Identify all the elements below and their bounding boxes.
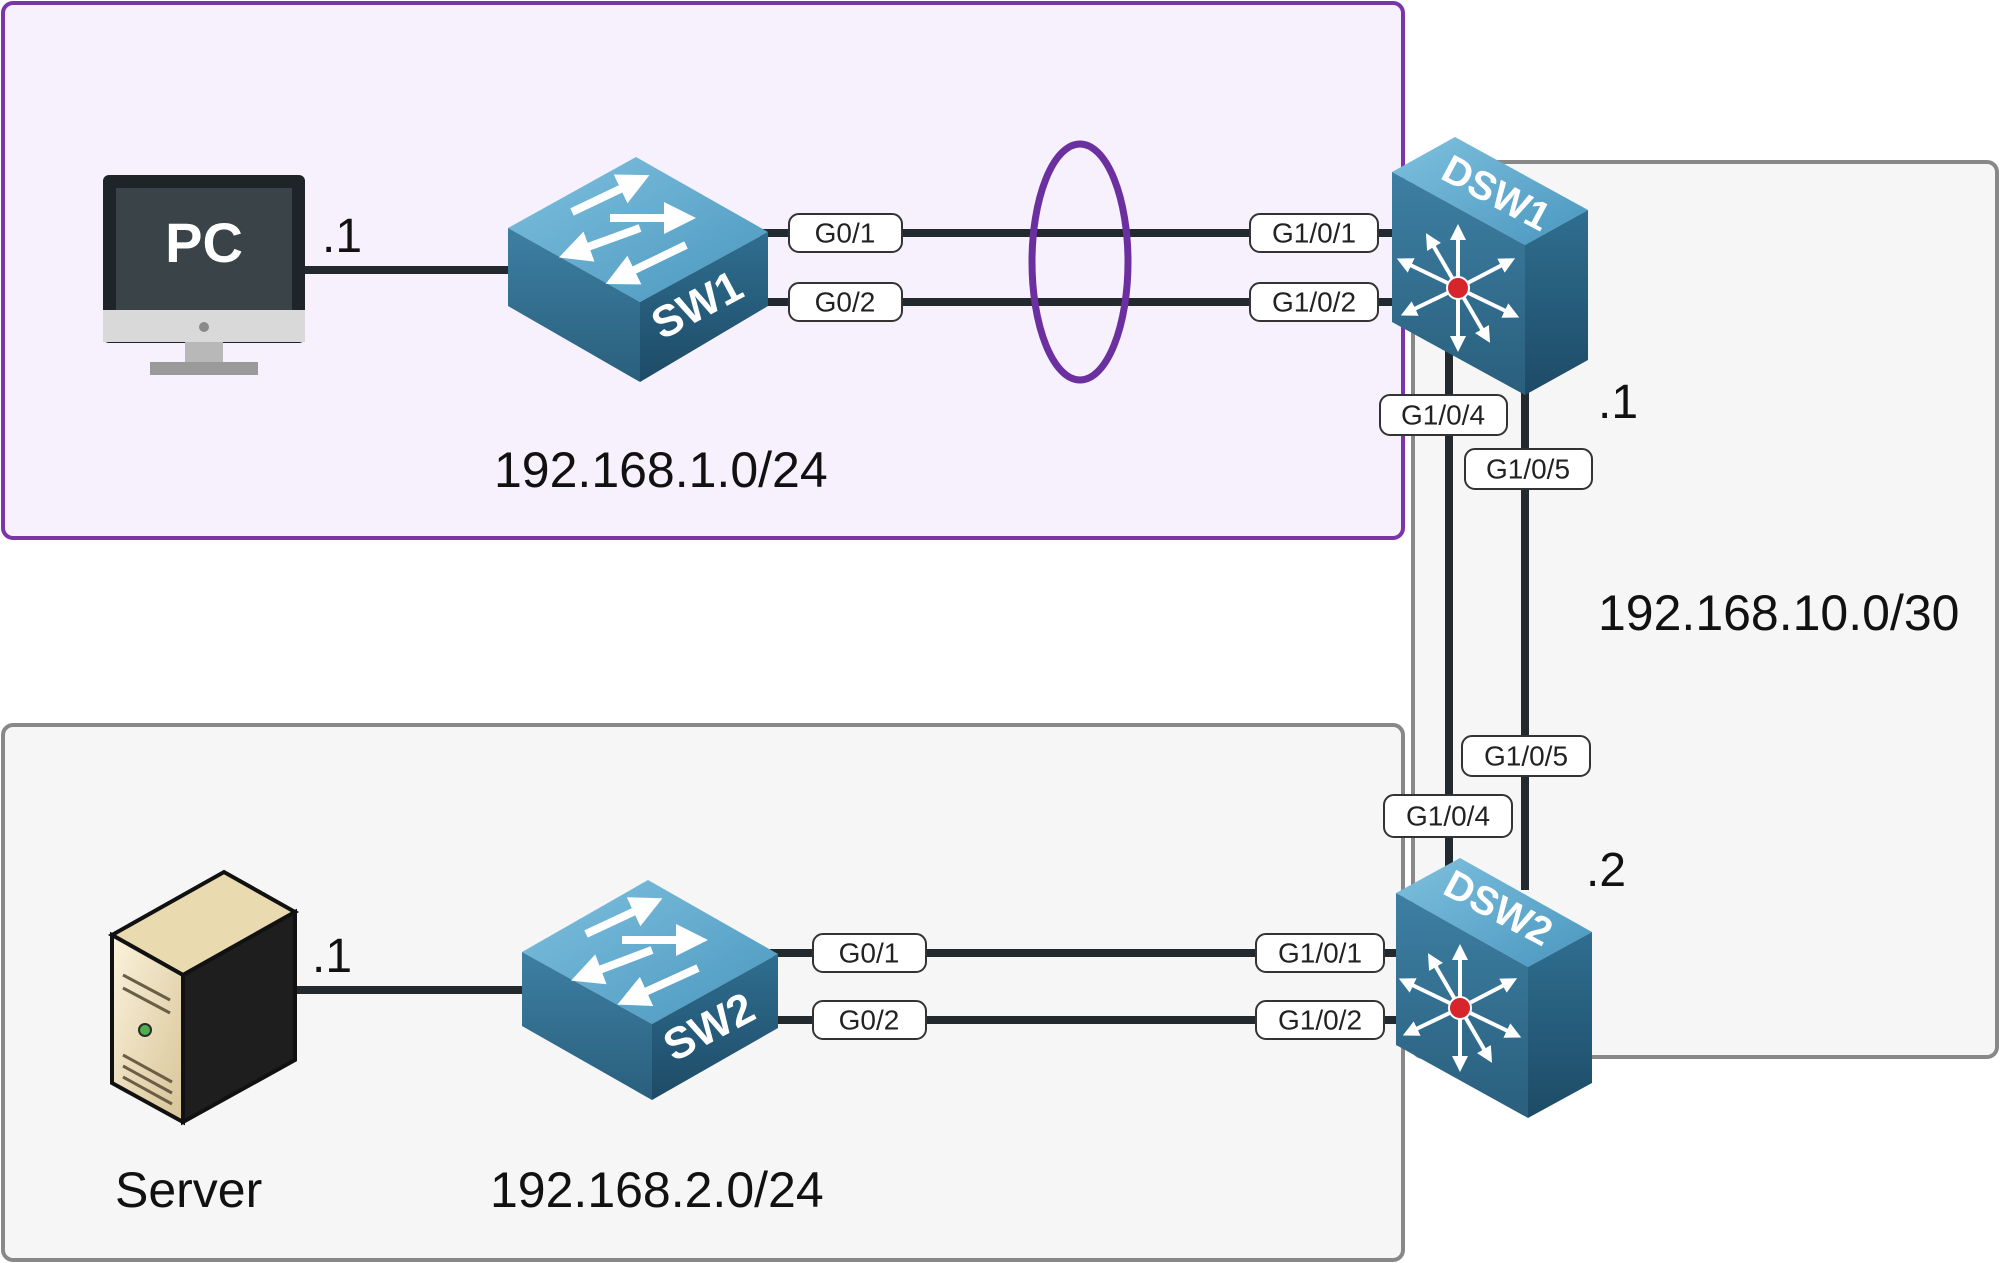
port-label: G1/0/4 — [1383, 794, 1513, 838]
pc-device[interactable]: PC — [103, 175, 305, 375]
svg-text:G1/0/5: G1/0/5 — [1484, 741, 1568, 772]
server-label: Server — [115, 1162, 262, 1218]
svg-text:G1/0/1: G1/0/1 — [1278, 938, 1362, 969]
svg-text:G1/0/5: G1/0/5 — [1486, 454, 1570, 485]
switch-icon — [522, 880, 778, 1100]
svg-text:G1/0/4: G1/0/4 — [1401, 400, 1485, 431]
svg-text:G1/0/1: G1/0/1 — [1272, 218, 1356, 249]
etherchannel-oval — [1028, 140, 1132, 384]
port-label: G0/2 — [788, 282, 903, 322]
svg-text:G0/1: G0/1 — [815, 218, 876, 249]
svg-text:G1/0/4: G1/0/4 — [1406, 801, 1490, 832]
port-label: G1/0/1 — [1255, 933, 1385, 973]
multilayer-switch-icon — [1396, 858, 1592, 1118]
port-label: G1/0/1 — [1249, 213, 1379, 253]
svg-text:G0/2: G0/2 — [815, 287, 876, 318]
zone-right — [1411, 160, 1999, 1059]
port-label: G1/0/2 — [1255, 1000, 1385, 1040]
network-label-bottom: 192.168.2.0/24 — [490, 1162, 824, 1218]
svg-text:G0/2: G0/2 — [839, 1005, 900, 1036]
pc-ip-suffix: .1 — [322, 210, 362, 263]
server-device[interactable] — [107, 869, 300, 1126]
network-label-top: 192.168.1.0/24 — [494, 442, 828, 498]
port-label: G0/1 — [812, 933, 927, 973]
server-icon — [107, 869, 300, 1126]
server-ip-suffix: .1 — [312, 930, 352, 983]
svg-text:G1/0/2: G1/0/2 — [1278, 1005, 1362, 1036]
port-label: G1/0/2 — [1249, 282, 1379, 322]
dsw2-ip-suffix: .2 — [1586, 844, 1626, 897]
network-label-right: 192.168.10.0/30 — [1598, 585, 1959, 641]
multilayer-switch-icon — [1392, 137, 1588, 395]
sw1-device[interactable]: SW1 — [508, 157, 768, 382]
pc-label: PC — [165, 211, 243, 274]
port-label: G0/2 — [812, 1000, 927, 1040]
monitor-icon — [103, 175, 305, 375]
port-label: G0/1 — [788, 213, 903, 253]
dsw1-device[interactable]: DSW1 — [1392, 137, 1588, 395]
dsw1-ip-suffix: .1 — [1598, 376, 1638, 429]
port-label: G1/0/5 — [1461, 735, 1591, 777]
svg-text:G1/0/2: G1/0/2 — [1272, 287, 1356, 318]
svg-text:G0/1: G0/1 — [839, 938, 900, 969]
dsw2-device[interactable]: DSW2 — [1396, 858, 1592, 1118]
port-label: G1/0/5 — [1464, 448, 1593, 490]
port-label: G1/0/4 — [1379, 394, 1508, 436]
switch-icon — [508, 157, 768, 382]
